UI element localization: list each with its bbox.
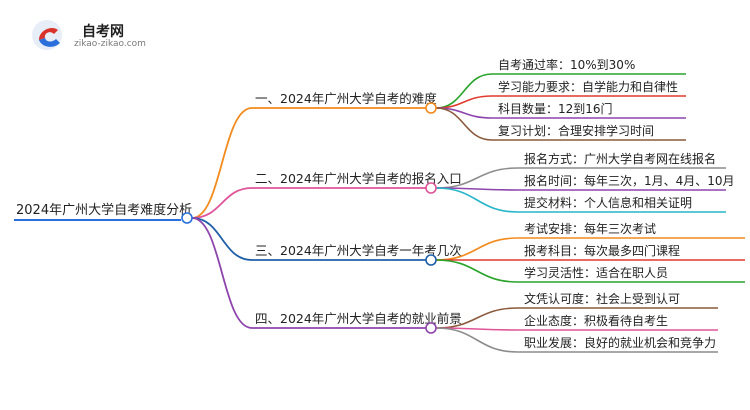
logo-mark-icon xyxy=(32,20,62,50)
leaf-connector-1-1 xyxy=(435,73,493,109)
leaf-label-3-3: 学习灵活性：适合在职人员 xyxy=(524,265,668,280)
leaf-label-1-4: 复习计划：合理安排学习时间 xyxy=(498,123,654,138)
root-toggle-node[interactable] xyxy=(181,212,193,224)
branch-toggle-node-2[interactable] xyxy=(425,182,437,194)
logo-title: 自考网 xyxy=(82,24,124,40)
leaf-label-1-1: 自考通过率：10%到30% xyxy=(498,57,635,72)
leaf-label-4-3: 职业发展：良好的就业机会和竞争力 xyxy=(524,335,716,350)
leaf-label-1-2: 学习能力要求：自学能力和自律性 xyxy=(498,79,678,94)
branch-label-3: 三、2024年广州大学自考一年考几次 xyxy=(255,243,462,258)
logo-url: zikao-zikao.com xyxy=(74,39,146,49)
leaf-connector-2-3 xyxy=(435,187,519,213)
branch-connector-3 xyxy=(191,217,253,261)
branch-connector-2 xyxy=(191,187,253,219)
branch-connector-1 xyxy=(191,107,253,219)
branch-toggle-node-3[interactable] xyxy=(425,254,437,266)
branch-label-2: 二、2024年广州大学自考的报名入口 xyxy=(255,171,462,186)
leaf-connector-4-3 xyxy=(435,327,519,353)
leaf-label-2-2: 报名时间：每年三次，1月、4月、10月 xyxy=(524,173,735,188)
leaf-label-3-1: 考试安排：每年三次考试 xyxy=(524,221,656,236)
leaf-label-4-2: 企业态度：积极看待自考生 xyxy=(524,313,668,328)
branch-label-4: 四、2024年广州大学自考的就业前景 xyxy=(255,311,462,326)
leaf-label-2-3: 提交材料：个人信息和相关证明 xyxy=(524,195,692,210)
leaf-label-4-1: 文凭认可度：社会上受到认可 xyxy=(524,291,680,306)
branch-connector-4 xyxy=(191,217,253,329)
leaf-connector-1-4 xyxy=(435,107,493,141)
leaf-label-1-3: 科目数量：12到16门 xyxy=(498,101,613,116)
root-topic-label: 2024年广州大学自考难度分析 xyxy=(16,202,192,218)
site-logo[interactable]: 自考网 zikao-zikao.com xyxy=(30,18,150,52)
branch-toggle-node-1[interactable] xyxy=(425,102,437,114)
leaf-label-3-2: 报考科目：每次最多四门课程 xyxy=(524,243,680,258)
leaf-label-2-1: 报名方式：广州大学自考网在线报名 xyxy=(524,151,716,166)
branch-toggle-node-4[interactable] xyxy=(425,322,437,334)
leaf-connector-3-3 xyxy=(435,259,519,283)
branch-label-1: 一、2024年广州大学自考的难度 xyxy=(255,91,437,106)
